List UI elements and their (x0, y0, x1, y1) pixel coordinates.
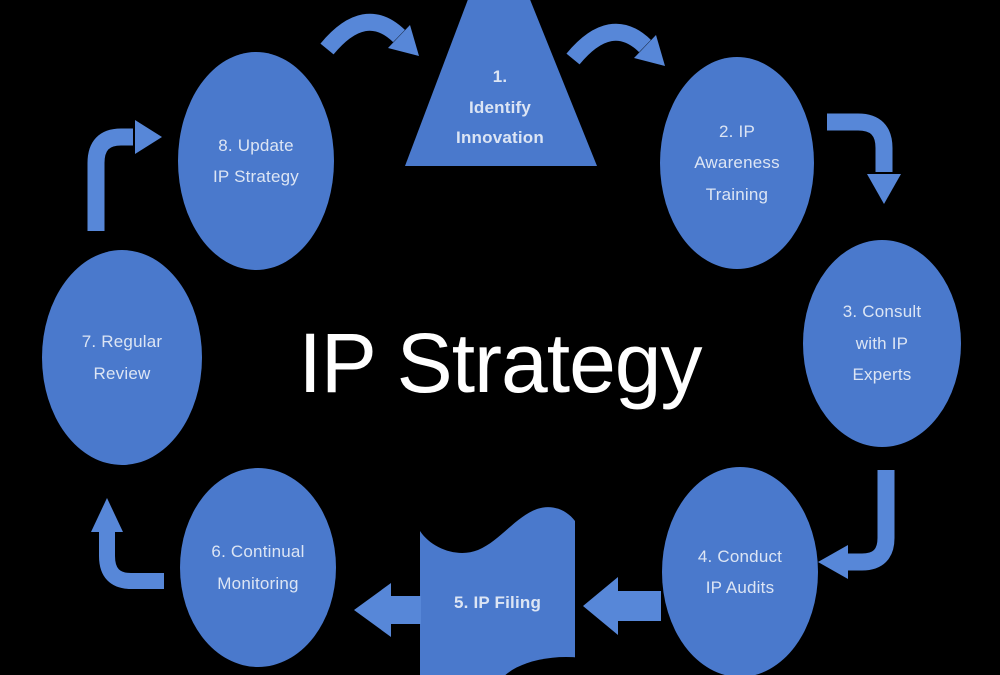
step-3-shape: 3. Consult with IP Experts (803, 240, 961, 447)
background-bite-ellipse (505, 657, 627, 675)
step-6-label: 6. Continual Monitoring (211, 542, 305, 593)
arrow-3-to-4-icon (818, 470, 895, 579)
arrow-5-to-6-icon (354, 583, 421, 637)
arrow-4-to-5-icon (583, 577, 661, 635)
arrow-8-to-1-icon (320, 13, 419, 56)
step-2-shape: 2. IP Awareness Training (660, 57, 814, 269)
step-5-label: 5. IP Filing (453, 592, 542, 612)
arrow-7-to-8-icon (87, 120, 162, 231)
step-3-label: 3. Consult with IP Experts (842, 302, 922, 385)
step-1-triangle-shape (405, 0, 597, 166)
step-4-label: 4. Conduct IP Audits (697, 546, 783, 597)
step-7-label: 7. Regular Review (81, 332, 163, 383)
arrow-2-to-3-icon (827, 113, 901, 204)
step-2-label: 2. IP Awareness Training (694, 121, 780, 204)
arrow-6-to-7-icon (91, 498, 164, 589)
diagram-title: IP Strategy (298, 315, 702, 410)
step-6-shape: 6. Continual Monitoring (180, 468, 336, 667)
step-1-label: 1. Identify Innovation (456, 67, 544, 148)
step-8-shape: 8. Update IP Strategy (178, 52, 334, 270)
step-5-wavy-shape (420, 507, 575, 675)
arrow-1-to-2-icon (566, 23, 665, 66)
step-7-shape: 7. Regular Review (42, 250, 202, 465)
step-4-shape: 4. Conduct IP Audits (662, 467, 818, 675)
step-8-label: 8. Update IP Strategy (213, 135, 299, 186)
